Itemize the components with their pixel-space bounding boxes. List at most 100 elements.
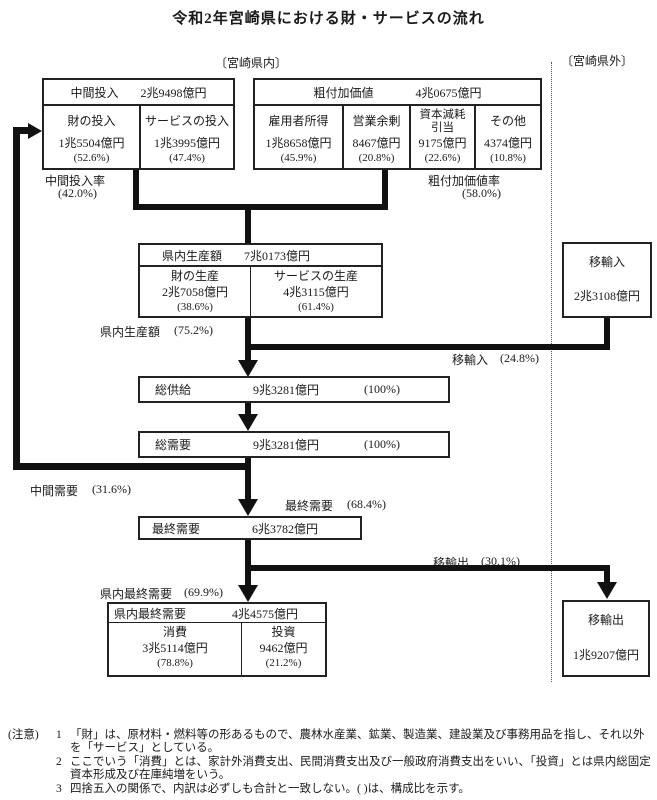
flow-arrow-down-pref-final-icon — [238, 585, 258, 602]
note-text: 「財」は、原材料・燃料等の形あるもので、農林水産業、鉱業、製造業、建設業及び事務… — [70, 729, 645, 755]
services-production-pct: (61.4%) — [298, 301, 334, 314]
intermediate-demand-pct: (31.6%) — [92, 482, 132, 496]
capital-depreciation-cell: 資本減耗引当 9175億円 (22.6%) — [409, 106, 474, 168]
services-input-label: サービスの投入 — [144, 114, 229, 129]
final-demand-flow-label: 最終需要 — [285, 499, 334, 513]
region-label-inside: 〔宮崎県内〕 — [215, 56, 288, 70]
consumption-pct: (78.8%) — [157, 657, 193, 670]
other-cell: その他 4374億円 (10.8%) — [474, 106, 540, 168]
flow-arrow-down-supply-icon — [238, 360, 258, 377]
capital-depreciation-value: 9175億円 — [418, 136, 467, 150]
imports-label: 移輸入 — [588, 255, 625, 269]
pref-final-demand-share: 県内最終需要 (69.9%) — [100, 585, 223, 602]
operating-surplus-cell: 営業余剰 8467億円 (20.8%) — [342, 106, 409, 168]
employee-income-value: 1兆8658億円 — [265, 136, 332, 150]
note-text: ここでいう「消費」とは、家計外消費支出、民間消費支出及び一般政府消費支出をいい、… — [70, 755, 651, 782]
prefectural-output-share-pct: (75.2%) — [174, 323, 214, 337]
prefectural-output-share-label: 県内生産額 — [100, 325, 161, 339]
investment-cell: 投資 9462億円 (21.2%) — [241, 623, 325, 675]
gva-value: 4兆0675億円 — [415, 85, 482, 100]
services-input-cell: サービスの投入 1兆3995億円 (47.4%) — [139, 106, 233, 168]
pref-final-demand-box: 県内最終需要 4兆4575億円 消費 3兆5114億円 (78.8%) 投資 9… — [107, 602, 327, 677]
goods-production-pct: (38.6%) — [177, 301, 213, 314]
goods-input-cell: 財の投入 1兆5504億円 (52.6%) — [44, 106, 139, 168]
final-demand-value: 6兆3782億円 — [252, 521, 319, 536]
gva-rate-pct: (58.0%) — [462, 186, 501, 200]
goods-input-value: 1兆5504億円 — [58, 136, 125, 150]
prefectural-output-box: 県内生産額 7兆0173億円 財の生産 2兆7058億円 (38.6%) サービ… — [138, 243, 383, 318]
page-title: 令和2年宮崎県における財・サービスの流れ — [172, 11, 485, 27]
flow-line-input-down — [133, 170, 139, 210]
flow-arrow-down-final-icon — [238, 499, 258, 516]
operating-surplus-value: 8467億円 — [352, 136, 401, 150]
imports-value: 2兆3108億円 — [573, 289, 640, 303]
employee-income-cell: 雇用者所得 1兆8658億円 (45.9%) — [255, 106, 342, 168]
flow-line-to-output — [245, 204, 251, 245]
note-number: 1 — [56, 729, 62, 741]
pref-final-demand-share-pct: (69.9%) — [184, 585, 224, 599]
imports-flow-share: 移輸入 (24.8%) — [452, 351, 539, 368]
goods-input-pct: (52.6%) — [73, 152, 110, 165]
flow-line-gva-down — [382, 170, 388, 210]
note-text: 四捨五入の関係で、内訳は必ずしも合計と一致しない。( )は、構成比を示す。 — [70, 782, 470, 795]
imports-box: 移輸入 2兆3108億円 — [562, 242, 652, 318]
pref-final-demand-share-label: 県内最終需要 — [100, 587, 173, 601]
employee-income-label: 雇用者所得 — [268, 114, 329, 129]
goods-input-label: 財の投入 — [67, 114, 116, 129]
notes-block: (注意) 1 「財」は、原材料・燃料等の形あるもので、農林水産業、鉱業、製造業、… — [8, 729, 654, 796]
services-input-value: 1兆3995億円 — [153, 136, 220, 150]
goods-production-cell: 財の生産 2兆7058億円 (38.6%) — [140, 267, 250, 316]
flow-line-import-horizontal — [245, 344, 610, 350]
intermediate-demand-label: 中間需要 — [30, 484, 79, 498]
exports-label: 移輸出 — [587, 613, 624, 627]
intermediate-input-label: 中間投入 — [70, 85, 119, 100]
investment-value: 9462億円 — [259, 641, 308, 655]
services-production-cell: サービスの生産 4兆3115億円 (61.4%) — [250, 267, 381, 316]
exports-flow-label: 移輸出 — [433, 556, 470, 570]
flow-arrow-down-demand-icon — [238, 414, 258, 431]
exports-flow-pct: (30.1%) — [481, 554, 521, 568]
exports-flow-share: 移輸出 (30.1%) — [433, 554, 520, 571]
flow-line-supply-to-demand — [245, 403, 251, 416]
employee-income-pct: (45.9%) — [280, 152, 317, 165]
consumption-value: 3兆5114億円 — [142, 641, 208, 655]
pref-final-demand-value: 4兆4575億円 — [232, 606, 299, 621]
flow-line-final-down — [245, 540, 251, 587]
intermediate-input-rate-pct: (42.0%) — [58, 186, 97, 200]
intermediate-input-rate-label: 中間投入率 — [45, 174, 106, 188]
flow-arrow-down-export-icon — [597, 582, 617, 599]
operating-surplus-label: 営業余剰 — [352, 114, 401, 129]
note-item-1: 1 「財」は、原材料・燃料等の形あるもので、農林水産業、鉱業、製造業、建設業及び… — [56, 729, 654, 756]
flow-line-loop-left — [13, 127, 20, 470]
goods-production-label: 財の生産 — [170, 268, 219, 283]
gva-rate-label: 粗付加価値率 — [428, 174, 501, 188]
prefectural-output-label: 県内生産額 — [162, 248, 223, 263]
consumption-label: 消費 — [162, 624, 187, 639]
services-production-label: サービスの生産 — [273, 268, 358, 283]
final-demand-label: 最終需要 — [152, 521, 201, 536]
intermediate-demand-share: 中間需要 (31.6%) — [30, 482, 131, 499]
services-production-value: 4兆3115億円 — [283, 285, 349, 299]
final-demand-flow-pct: (68.4%) — [347, 497, 387, 511]
total-supply-label: 総供給 — [155, 383, 192, 397]
prefectural-output-value: 7兆0173億円 — [244, 248, 311, 263]
total-demand-value: 9兆3281億円 — [253, 438, 320, 452]
intermediate-input-value: 2兆9498億円 — [140, 85, 207, 100]
pref-final-demand-label: 県内最終需要 — [114, 606, 187, 621]
flow-line-loop-bottom — [13, 463, 251, 470]
flow-line-join-horizontal — [133, 204, 388, 210]
other-label: その他 — [489, 114, 526, 129]
services-input-pct: (47.4%) — [169, 152, 205, 165]
note-item-3: 3 四捨五入の関係で、内訳は必ずしも合計と一致しない。( )は、構成比を示す。 — [56, 783, 654, 796]
capital-depreciation-label: 資本減耗引当 — [419, 109, 466, 134]
flow-line-demand-down — [245, 458, 251, 502]
intermediate-input-box: 中間投入 2兆9498億円 財の投入 1兆5504億円 (52.6%) サービス… — [42, 78, 235, 170]
other-value: 4374億円 — [483, 136, 532, 150]
gross-value-added-box: 粗付加価値 4兆0675億円 雇用者所得 1兆8658億円 (45.9%) 営業… — [253, 78, 542, 170]
final-demand-box: 最終需要 6兆3782億円 — [138, 516, 362, 540]
flow-line-export-horizontal — [245, 565, 610, 571]
flow-line-import-down — [604, 318, 610, 348]
flow-line-export-down — [604, 565, 610, 584]
total-demand-label: 総需要 — [155, 438, 192, 452]
